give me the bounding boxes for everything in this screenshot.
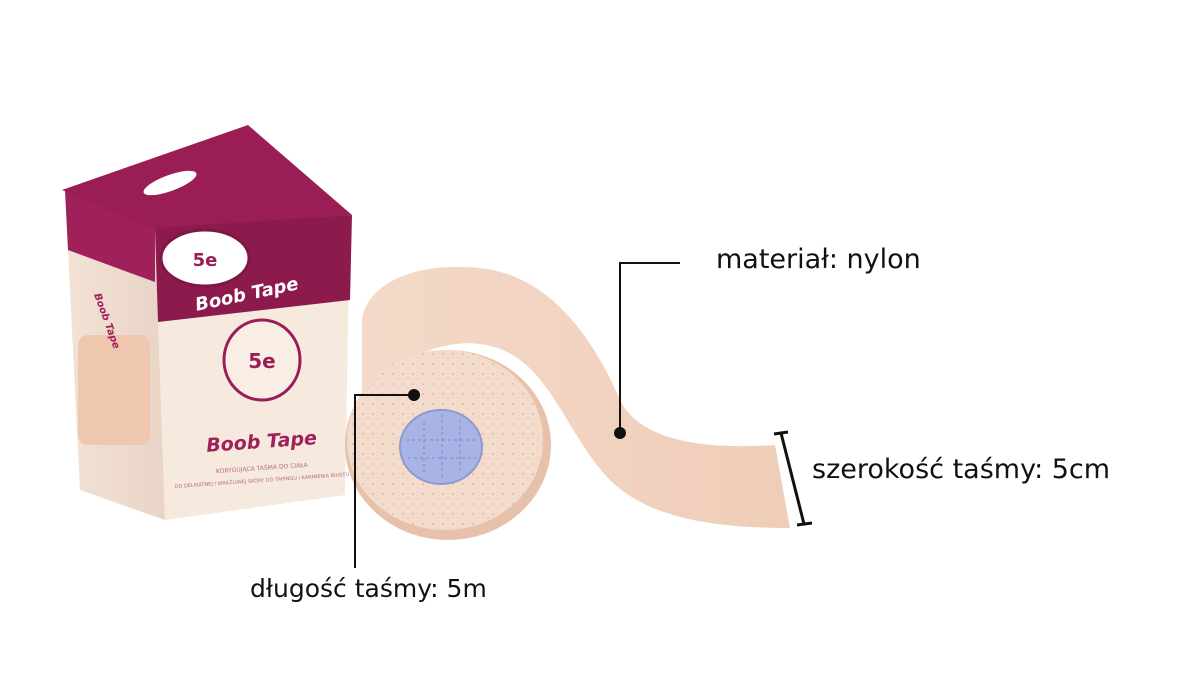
tape-ribbon bbox=[362, 266, 790, 528]
box-side-window bbox=[78, 335, 150, 445]
box-top-logo bbox=[159, 228, 251, 288]
width-bracket-cap-bottom bbox=[796, 521, 813, 527]
width-label: szerokość taśmy: 5cm bbox=[812, 454, 1111, 485]
box-top-magenta bbox=[62, 125, 352, 230]
brand-mark-top: 5e bbox=[193, 250, 218, 271]
tape-roll bbox=[345, 350, 551, 540]
length-leader-dot bbox=[408, 389, 420, 401]
product-box: 5e Boob Tape 5e Boob Tape KORYGUJĄCA TAŚ… bbox=[62, 125, 352, 520]
brand-mark-front: 5e bbox=[248, 349, 275, 373]
width-bracket-cap-top bbox=[773, 430, 789, 436]
length-leader-line bbox=[354, 394, 414, 568]
length-label: długość taśmy: 5m bbox=[250, 574, 487, 603]
tape-strip bbox=[362, 266, 790, 528]
annotation-leaders bbox=[354, 262, 813, 568]
material-leader-dot bbox=[614, 427, 626, 439]
box-side-magenta bbox=[65, 190, 155, 282]
material-leader-line bbox=[619, 262, 680, 433]
box-front-logo bbox=[222, 318, 302, 402]
hanger-hole bbox=[143, 170, 197, 196]
material-label: materiał: nylon bbox=[716, 244, 921, 275]
width-bracket-line bbox=[779, 432, 806, 525]
roll-core bbox=[399, 409, 483, 485]
